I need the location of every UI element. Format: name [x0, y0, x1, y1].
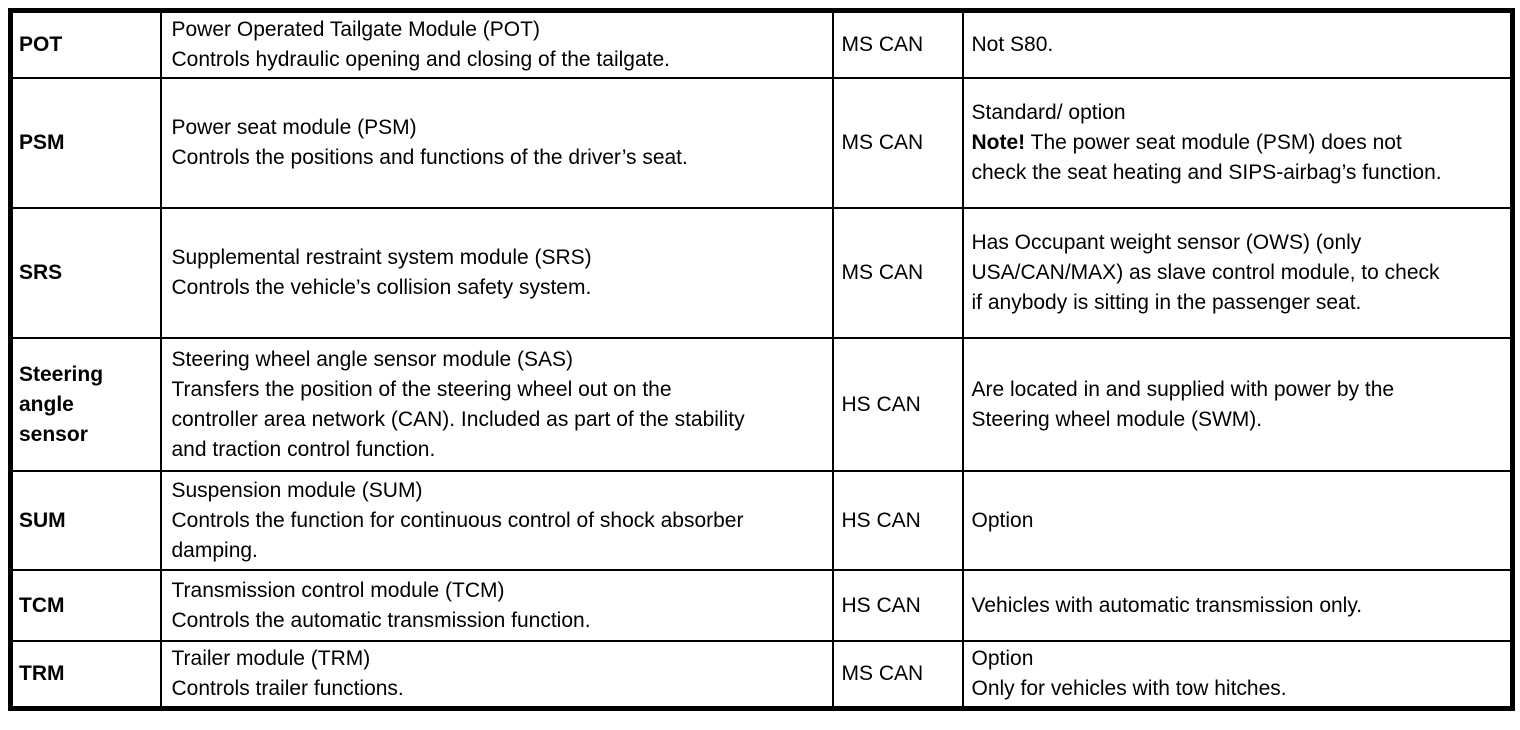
module-abbr-cell: POT [9, 9, 162, 79]
network-label: MS CAN [841, 662, 924, 685]
notes-line-1: Vehicles with automatic transmission onl… [971, 593, 1363, 617]
module-description-cell: Power seat module (PSM) Controls the pos… [159, 77, 834, 209]
notes-line-1: Option [971, 508, 1034, 532]
network-cell: HS CAN [831, 337, 964, 472]
table-row-srs: SRS Supplemental restraint system module… [9, 207, 1514, 339]
notes-cell: Not S80. [961, 9, 1514, 79]
module-description-cell: Steering wheel angle sensor module (SAS)… [159, 337, 834, 472]
module-abbr: TRM [19, 662, 65, 685]
notes-after-bold: The power seat module (PSM) does not che… [971, 131, 1442, 184]
module-description-cell: Transmission control module (TCM) Contro… [159, 569, 834, 642]
module-table-body: POT Power Operated Tailgate Module (POT)… [9, 9, 1514, 710]
notes-line-1: Not S80. [971, 33, 1054, 56]
module-abbr-cell: TCM [9, 569, 162, 642]
network-label: MS CAN [841, 131, 924, 154]
module-abbr-cell: Steering angle sensor [9, 337, 162, 472]
network-cell: MS CAN [831, 640, 964, 710]
table-row-sum: SUM Suspension module (SUM) Controls the… [9, 470, 1514, 571]
module-abbr: Steering angle sensor [19, 362, 104, 446]
module-name-line: Transmission control module (TCM) [171, 578, 505, 602]
module-description-cell: Trailer module (TRM) Controls trailer fu… [159, 640, 834, 710]
table-row-psm: PSM Power seat module (PSM) Controls the… [9, 77, 1514, 209]
module-function-line: Controls the vehicle’s collision safety … [171, 276, 592, 299]
module-abbr: TCM [19, 593, 65, 617]
module-abbr-cell: PSM [9, 77, 162, 209]
module-description-cell: Power Operated Tailgate Module (POT) Con… [159, 9, 834, 79]
module-name-line: Power Operated Tailgate Module (POT) [171, 18, 540, 41]
module-abbr: SRS [19, 261, 63, 284]
module-abbr: PSM [19, 131, 65, 154]
network-label: HS CAN [841, 508, 921, 532]
notes-after-bold: Only for vehicles with tow hitches. [971, 677, 1287, 700]
module-function-line: Controls the function for continuous con… [171, 508, 744, 562]
notes-line-1: Option [971, 647, 1034, 670]
module-abbr: POT [19, 33, 63, 56]
module-name-line: Supplemental restraint system module (SR… [171, 246, 592, 269]
module-abbr: SUM [19, 508, 66, 532]
module-function-line: Controls the positions and functions of … [171, 146, 688, 169]
module-function-line: Controls trailer functions. [171, 677, 404, 700]
module-function-line: Controls the automatic transmission func… [171, 608, 591, 632]
module-name-line: Power seat module (PSM) [171, 116, 417, 139]
notes-line-1: Are located in and supplied with power b… [971, 377, 1395, 431]
module-description-cell: Suspension module (SUM) Controls the fun… [159, 470, 834, 571]
network-label: MS CAN [841, 261, 924, 284]
notes-cell: Has Occupant weight sensor (OWS) (only U… [961, 207, 1514, 339]
network-cell: MS CAN [831, 207, 964, 339]
module-description-cell: Supplemental restraint system module (SR… [159, 207, 834, 339]
notes-bold-label: Note! [971, 131, 1026, 154]
network-label: HS CAN [841, 593, 921, 617]
module-name-line: Trailer module (TRM) [171, 647, 371, 670]
table-row-steering-angle-sensor: Steering angle sensor Steering wheel ang… [9, 337, 1514, 472]
notes-line-2: Only for vehicles with tow hitches. [972, 674, 1449, 704]
notes-cell: Option [961, 470, 1514, 571]
notes-cell: Are located in and supplied with power b… [961, 337, 1514, 472]
network-cell: MS CAN [831, 77, 964, 209]
module-function-line: Controls hydraulic opening and closing o… [171, 48, 670, 71]
module-name-line: Steering wheel angle sensor module (SAS) [171, 347, 574, 371]
network-label: HS CAN [841, 392, 921, 416]
table-row-trm: TRM Trailer module (TRM) Controls traile… [9, 640, 1514, 710]
notes-cell: Standard/ option Note! The power seat mo… [961, 77, 1514, 209]
notes-line-1: Has Occupant weight sensor (OWS) (only U… [971, 231, 1440, 314]
notes-line-1: Standard/ option [971, 101, 1126, 124]
table-row-tcm: TCM Transmission control module (TCM) Co… [9, 569, 1514, 642]
notes-line-2: Note! The power seat module (PSM) does n… [972, 128, 1449, 188]
module-function-line: Transfers the position of the steering w… [171, 377, 745, 461]
module-abbr-cell: TRM [9, 640, 162, 710]
table-row-pot: POT Power Operated Tailgate Module (POT)… [9, 9, 1514, 79]
network-cell: HS CAN [831, 569, 964, 642]
control-module-table: POT Power Operated Tailgate Module (POT)… [8, 8, 1515, 711]
network-label: MS CAN [841, 33, 924, 56]
module-name-line: Suspension module (SUM) [171, 478, 423, 502]
module-abbr-cell: SUM [9, 470, 162, 571]
notes-cell: Vehicles with automatic transmission onl… [961, 569, 1514, 642]
notes-cell: Option Only for vehicles with tow hitche… [961, 640, 1514, 710]
module-abbr-cell: SRS [9, 207, 162, 339]
network-cell: MS CAN [831, 9, 964, 79]
network-cell: HS CAN [831, 470, 964, 571]
